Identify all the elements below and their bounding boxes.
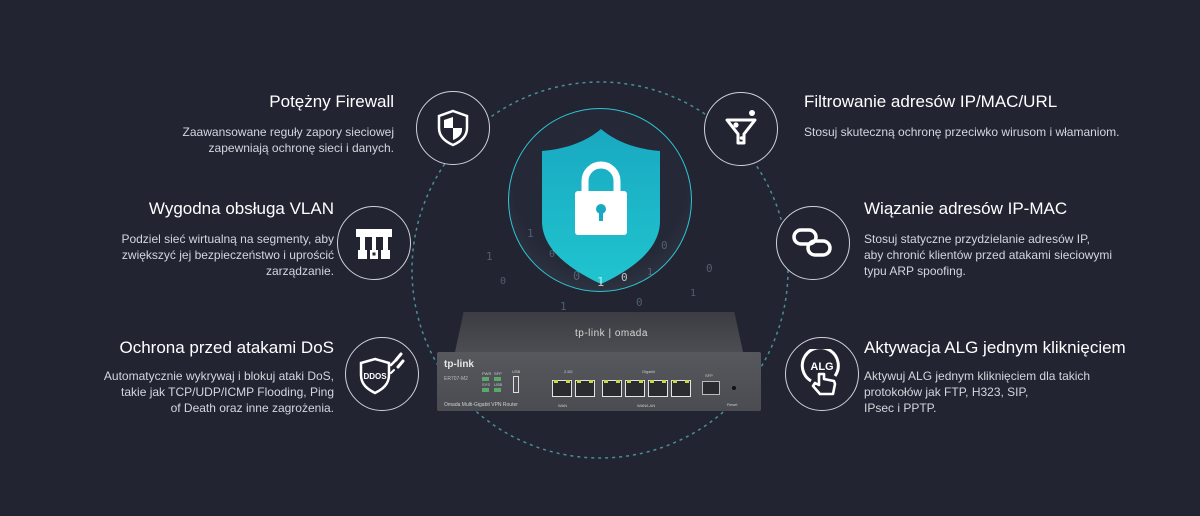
binary-digit: 1 — [527, 227, 534, 240]
ethernet-port — [648, 380, 668, 397]
binary-digit: 0 — [549, 249, 556, 260]
feature-title-vlan: Wygodna obsługa VLAN — [148, 199, 334, 218]
router-brand-logo: tp-link — [444, 359, 474, 370]
binary-digit: 0 — [573, 269, 581, 283]
router-top-brand: tp-link | omada — [575, 328, 648, 339]
binary-digit: 0 — [535, 269, 541, 279]
feature-desc-firewall: Zaawansowane reguły zapory sieciowej zap… — [183, 124, 394, 156]
desc-line: zapewniają ochronę sieci i danych. — [208, 141, 394, 155]
feature-title-alg: Aktywacja ALG jednym kliknięciem — [864, 338, 1126, 357]
chain-link-icon — [792, 228, 832, 257]
desc-line: zwiększyć jej bezpieczeństwo i uprościć — [121, 248, 334, 262]
desc-line: IPsec i PPTP. — [864, 401, 937, 415]
desc-line: Zaawansowane reguły zapory sieciowej — [182, 125, 394, 139]
reset-button — [732, 386, 736, 390]
desc-line: protokołów jak FTP, H323, SIP, — [864, 385, 1029, 399]
router-front-panel: tp-link ER707-M2 Omada Multi-Gigabit VPN… — [437, 352, 761, 411]
status-led — [494, 388, 501, 392]
router-subtitle: Omada Multi-Gigabit VPN Router — [444, 402, 518, 408]
desc-line: zarządzanie. — [265, 264, 334, 278]
binary-digit: 1 — [486, 250, 493, 263]
feature-desc-filter: Stosuj skuteczną ochronę przeciwko wirus… — [804, 124, 1119, 140]
usb-label: USB — [512, 369, 521, 374]
led-label: PWR — [482, 371, 492, 376]
binary-digit: 1 — [690, 288, 697, 299]
hero-shield-circle: 1 0 0 0 1 0 1 0 — [508, 108, 692, 292]
firewall-shield-icon — [437, 109, 469, 147]
led-label: SFP — [494, 371, 502, 376]
alg-click-icon: ALG — [800, 349, 840, 396]
feature-title-filter: Filtrowanie adresów IP/MAC/URL — [804, 92, 1058, 111]
status-led — [482, 388, 489, 392]
desc-line: Stosuj skuteczną ochronę przeciwko wirus… — [804, 125, 1120, 139]
feature-desc-dos: Automatycznie wykrywaj i blokuj ataki Do… — [104, 368, 334, 416]
ethernet-port — [625, 380, 645, 397]
svg-text:DDOS: DDOS — [363, 372, 387, 381]
feature-title-firewall: Potężny Firewall — [269, 92, 394, 111]
ethernet-port — [552, 380, 572, 397]
binary-digit: 1 — [597, 275, 605, 289]
feature-desc-alg: Aktywuj ALG jednym kliknięciem dla takic… — [864, 368, 1090, 416]
svg-text:ALG: ALG — [810, 361, 833, 373]
vlan-network-icon — [356, 229, 392, 259]
feature-desc-ipmac: Stosuj statyczne przydzielanie adresów I… — [864, 231, 1112, 279]
binary-digit: 0 — [500, 276, 507, 287]
firewall-icon-circle — [416, 91, 490, 165]
router-model: ER707-M2 — [444, 376, 468, 382]
binary-digit: 0 — [706, 262, 713, 275]
feature-desc-vlan: Podziel sieć wirtualną na segmenty, aby … — [121, 231, 334, 279]
reset-label: Reset — [727, 402, 738, 407]
led-label: USB — [494, 382, 503, 387]
binary-digit: 0 — [621, 271, 628, 284]
desc-line: typu ARP spoofing. — [864, 264, 966, 278]
binary-digit: 0 — [661, 239, 668, 252]
ethernet-port — [602, 380, 622, 397]
ddos-shield-icon: DDOS — [359, 352, 405, 395]
desc-line: Podziel sieć wirtualną na segmenty, aby — [121, 232, 334, 246]
binary-digit: 1 — [560, 300, 567, 313]
vlan-icon-circle — [337, 206, 411, 280]
ethernet-port — [575, 380, 595, 397]
sfp-label: SFP — [705, 373, 713, 378]
shield-lock-icon — [542, 129, 660, 284]
wan-label: WAN — [558, 403, 568, 408]
ddos-icon-circle: DDOS — [345, 337, 419, 411]
ethernet-port — [671, 380, 691, 397]
binary-digit: 0 — [636, 296, 643, 309]
feature-title-ipmac: Wiązanie adresów IP-MAC — [864, 199, 1068, 218]
wanlan-label: WAN/LAN — [637, 403, 656, 408]
status-led — [494, 377, 501, 381]
filter-funnel-icon — [725, 110, 757, 145]
router-device-image: tp-link | omada tp-link ER707-M2 Omada M… — [437, 312, 761, 412]
binary-digit: 1 — [647, 267, 654, 278]
desc-line: of Death oraz inne zagrożenia. — [170, 401, 334, 415]
binding-icon-circle — [776, 206, 850, 280]
port-group-label: 2.5G — [564, 369, 573, 374]
router-top-panel: tp-link | omada — [455, 312, 743, 352]
sfp-port — [702, 381, 720, 395]
feature-title-dos: Ochrona przed atakami DoS — [119, 338, 335, 357]
desc-line: takie jak TCP/UDP/ICMP Flooding, Ping — [121, 385, 334, 399]
led-label: SYS — [482, 382, 491, 387]
alg-icon-circle: ALG — [785, 337, 859, 411]
desc-line: Aktywuj ALG jednym kliknięciem dla takic… — [864, 369, 1091, 383]
status-led — [482, 377, 489, 381]
desc-line: Automatycznie wykrywaj i blokuj ataki Do… — [103, 369, 334, 383]
filter-icon-circle — [704, 92, 778, 166]
usb-port — [513, 376, 519, 393]
desc-line: Stosuj statyczne przydzielanie adresów I… — [864, 232, 1090, 246]
port-group-label: Gigabit — [642, 369, 655, 374]
desc-line: aby chronić klientów przed atakami sieci… — [864, 248, 1113, 262]
